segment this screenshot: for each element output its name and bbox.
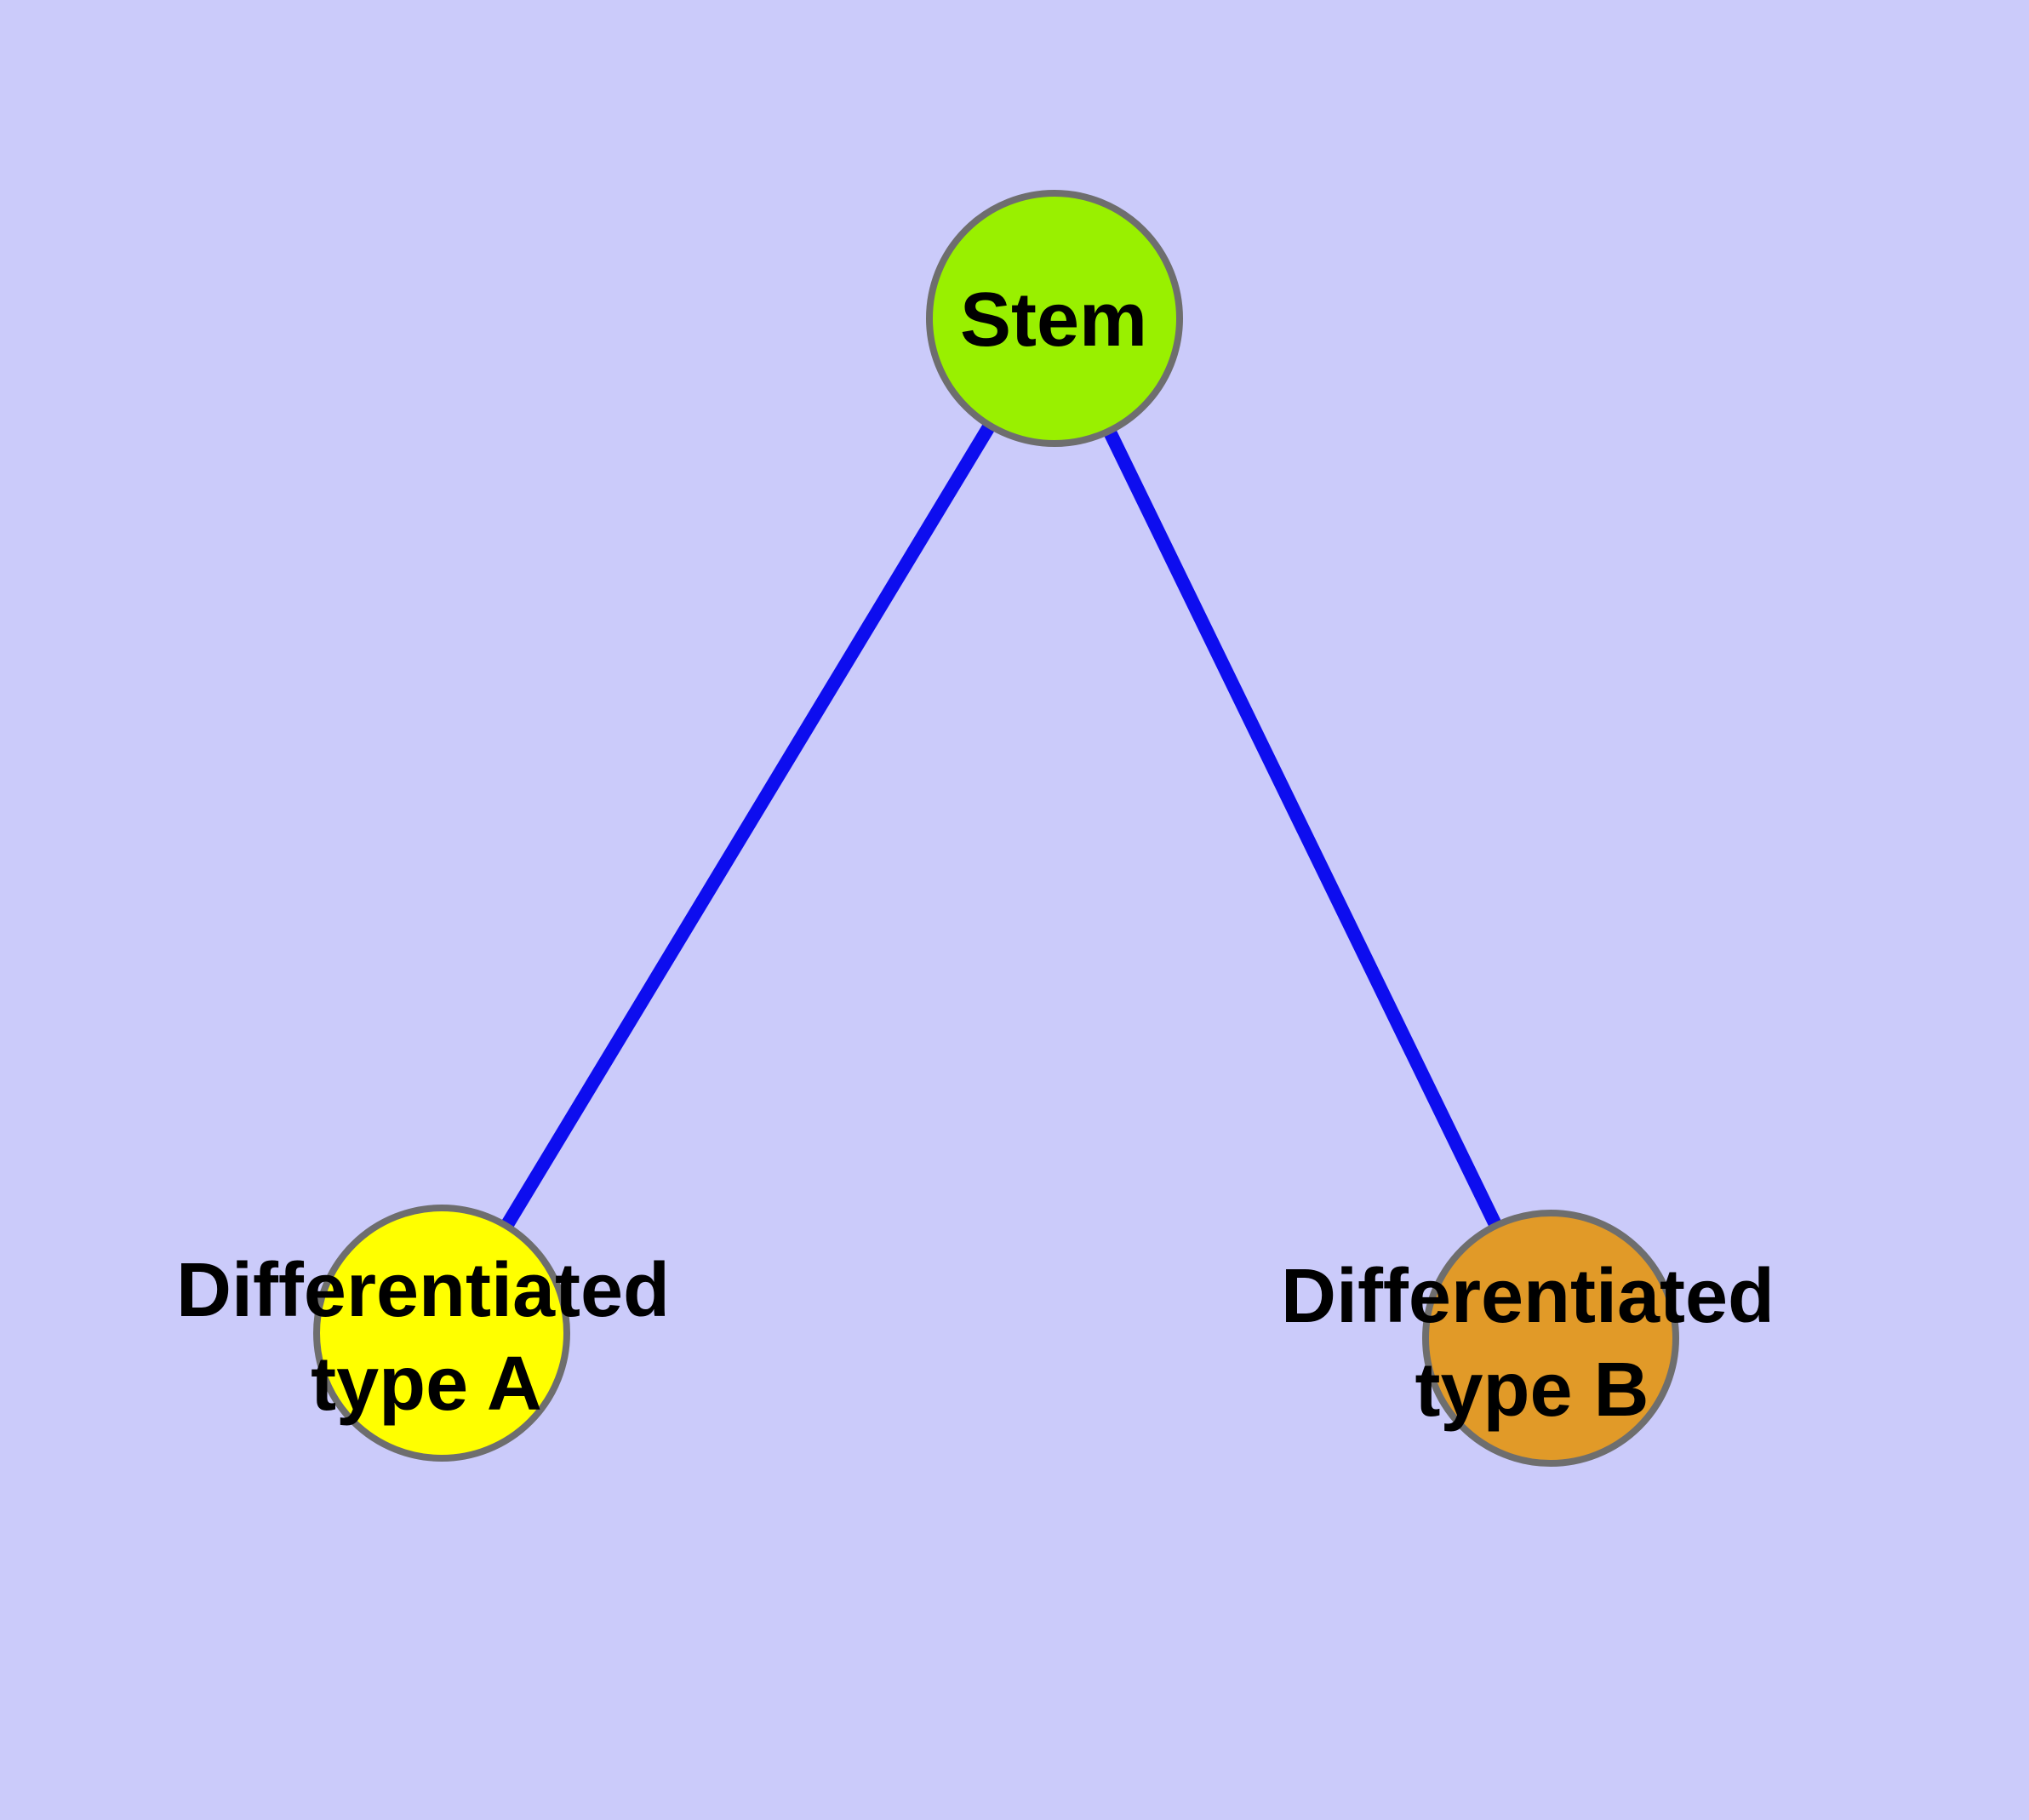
edge-stem-to-type-a — [436, 314, 1060, 1337]
node-stem — [926, 190, 1183, 447]
node-type-a-label-line2: type A — [311, 1342, 542, 1427]
edge-stem-to-type-b — [1048, 315, 1557, 1342]
node-differentiated-type-b — [1422, 1210, 1679, 1467]
node-type-b-label-line2: type B — [1415, 1348, 1649, 1433]
node-type-b-label-line1: Differentiated — [1281, 1254, 1775, 1339]
node-differentiated-type-a — [313, 1205, 570, 1462]
node-type-a-label-line1: Differentiated — [176, 1248, 670, 1333]
node-stem-label: Stem — [960, 278, 1147, 363]
